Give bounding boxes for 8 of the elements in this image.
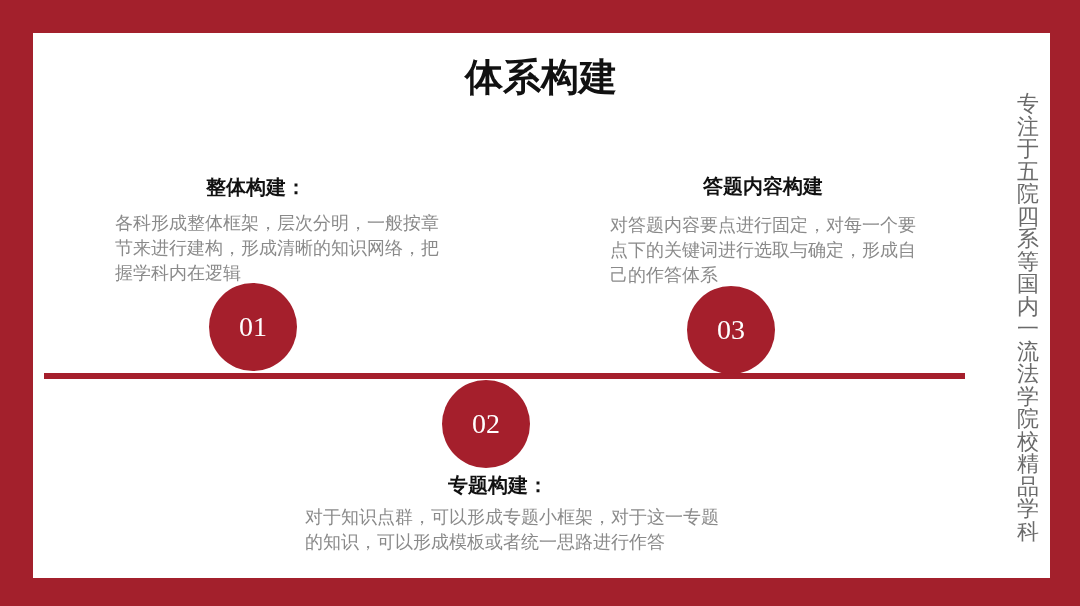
section-heading: 整体构建： bbox=[206, 175, 306, 199]
description-text: 对答题内容要点进行固定，对每一个要点下的关键词进行选取与确定，形成自己的作答体系 bbox=[610, 214, 917, 287]
description-text: 各科形成整体框架，层次分明，一般按章节来进行建构，形成清晰的知识网络，把握学科内在逻辑 bbox=[115, 212, 440, 285]
side-slogan: 专注于五院四系等国内一流法学院校精品学科 bbox=[1016, 93, 1040, 543]
section-heading: 专题构建： bbox=[448, 473, 548, 497]
title: 体系构建 bbox=[465, 56, 617, 100]
section-heading: 答题内容构建 bbox=[703, 174, 823, 198]
description-text: 对于知识点群，可以形成专题小框架，对于这一专题的知识，可以形成模板或者统一思路进行作答 bbox=[305, 506, 720, 554]
